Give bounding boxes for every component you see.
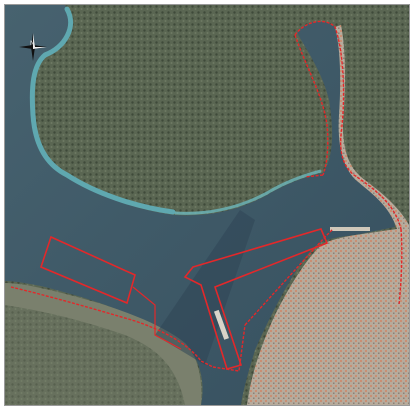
aerial-map-frame: N [4, 4, 410, 406]
zone-connector [132, 286, 182, 350]
harbor-boundary-lines [10, 20, 403, 372]
aerial-harbor-map [5, 5, 409, 405]
compass-rose-icon: N [17, 31, 49, 63]
zone-a-boundary [40, 235, 136, 305]
compass-north-label: N [30, 40, 35, 47]
shallow-shoreline [29, 6, 176, 215]
zone-b-boundary [183, 228, 329, 370]
shallow-north-shore [174, 169, 322, 215]
harbor-quay [330, 227, 370, 231]
pier [213, 309, 229, 340]
south-shore-texture [5, 305, 185, 405]
town-east [247, 25, 409, 405]
shadow-sector [155, 210, 255, 365]
